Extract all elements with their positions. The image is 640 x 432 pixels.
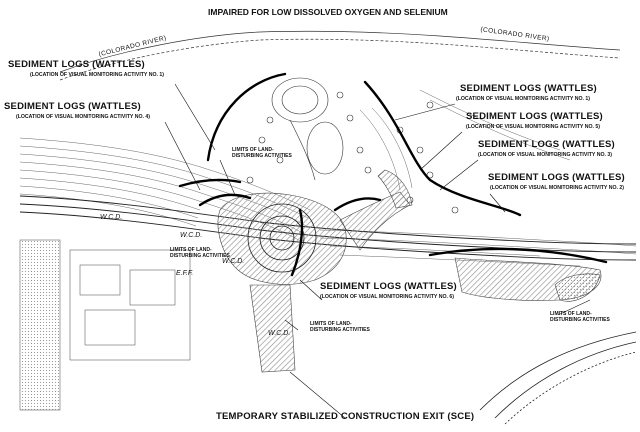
eff-mark: E.F.F.: [176, 270, 194, 277]
sediment-logs-title: SEDIMENT LOGS (WATTLES): [4, 101, 141, 112]
sediment-logs-title: SEDIMENT LOGS (WATTLES): [488, 172, 625, 183]
footer-label: TEMPORARY STABILIZED CONSTRUCTION EXIT (…: [216, 411, 475, 422]
drawing-title: IMPAIRED FOR LOW DISSOLVED OXYGEN AND SE…: [208, 7, 448, 17]
callout-sediment-logs-6: SEDIMENT LOGS (WATTLES) (LOCATION OF VIS…: [320, 282, 457, 300]
roundabout: [247, 203, 317, 273]
sediment-logs-title: SEDIMENT LOGS (WATTLES): [466, 111, 603, 122]
lod-line2: DISTURBING ACTIVITIES: [550, 316, 610, 323]
activity-label: (LOCATION OF VISUAL MONITORING ACTIVITY …: [320, 293, 455, 300]
activity-label: (LOCATION OF VISUAL MONITORING ACTIVITY …: [490, 184, 625, 191]
colorado-river-banks: [59, 30, 621, 81]
lod-line1: LIMITS OF LAND-: [170, 247, 212, 253]
sediment-logs-title: SEDIMENT LOGS (WATTLES): [8, 59, 145, 70]
callout-sediment-logs-3: SEDIMENT LOGS (WATTLES) (LOCATION OF VIS…: [478, 140, 615, 158]
lod-line2: DISTURBING ACTIVITIES: [170, 252, 230, 259]
lod-label-bottom: LIMITS OF LAND- DISTURBING ACTIVITIES: [310, 321, 370, 334]
lod-label-right: LIMITS OF LAND- DISTURBING ACTIVITIES: [550, 311, 610, 324]
callout-sediment-logs-1-right: SEDIMENT LOGS (WATTLES) (LOCATION OF VIS…: [456, 83, 597, 102]
lod-line1: LIMITS OF LAND-: [550, 311, 592, 317]
sediment-logs-title: SEDIMENT LOGS (WATTLES): [478, 139, 615, 150]
callout-sediment-logs-4: SEDIMENT LOGS (WATTLES) (LOCATION OF VIS…: [4, 102, 150, 120]
sediment-logs-title: SEDIMENT LOGS (WATTLES): [460, 83, 597, 94]
lod-line1: LIMITS OF LAND-: [310, 321, 352, 327]
lod-line2: DISTURBING ACTIVITIES: [232, 152, 292, 159]
activity-label: (LOCATION OF VISUAL MONITORING ACTIVITY …: [30, 71, 165, 78]
lod-line2: DISTURBING ACTIVITIES: [310, 326, 370, 333]
wcd-mark-2: W.C.D.: [180, 232, 203, 239]
callout-sediment-logs-5: SEDIMENT LOGS (WATTLES) (LOCATION OF VIS…: [466, 112, 603, 130]
activity-label: (LOCATION OF VISUAL MONITORING ACTIVITY …: [478, 151, 613, 158]
wcd-mark-3: W.C.D.: [222, 258, 245, 265]
building-footprint: [19, 239, 191, 411]
leader-lines: [164, 83, 591, 419]
activity-label: (LOCATION OF VISUAL MONITORING ACTIVITY …: [16, 113, 151, 120]
activity-label: (LOCATION OF VISUAL MONITORING ACTIVITY …: [456, 95, 591, 102]
callout-sediment-logs-2: SEDIMENT LOGS (WATTLES) (LOCATION OF VIS…: [488, 173, 625, 191]
wcd-mark-4: W.C.D.: [268, 330, 291, 337]
activity-label: (LOCATION OF VISUAL MONITORING ACTIVITY …: [466, 123, 601, 130]
callout-sediment-logs-1: SEDIMENT LOGS (WATTLES) (LOCATION OF VIS…: [8, 60, 164, 78]
wcd-mark-1: W.C.D.: [100, 214, 123, 221]
lod-line1: LIMITS OF LAND-: [232, 147, 274, 153]
lod-label-top: LIMITS OF LAND- DISTURBING ACTIVITIES: [232, 147, 292, 160]
lod-label-left: LIMITS OF LAND- DISTURBING ACTIVITIES: [170, 247, 230, 260]
park-pond-area: [246, 77, 459, 214]
disturbance-areas: [217, 169, 602, 373]
lower-road: [479, 331, 637, 425]
sediment-logs-title: SEDIMENT LOGS (WATTLES): [320, 281, 457, 292]
